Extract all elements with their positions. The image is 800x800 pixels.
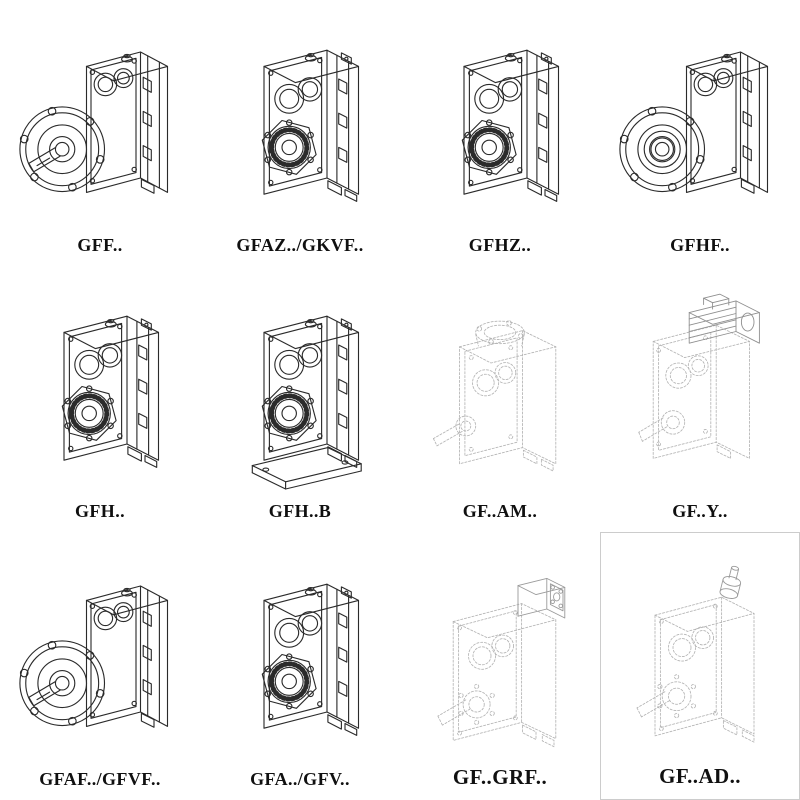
- housing: [263, 583, 360, 736]
- model-label: GFHZ..: [468, 235, 532, 255]
- gearbox-drawing-motor-adapter: [432, 320, 557, 472]
- model-label: GF..AM..: [462, 501, 538, 521]
- catalog-item-gf-am: GF..AM..: [400, 266, 600, 532]
- shaft-bores: [62, 344, 121, 441]
- catalog-item-gfhz: GFHZ..: [400, 0, 600, 266]
- model-label: GF..GRF..: [452, 765, 548, 789]
- model-label: GF..Y..: [672, 501, 728, 521]
- gearbox-drawing-hollow-shaft: [402, 49, 560, 202]
- model-label: GFH..: [75, 501, 125, 521]
- catalog-item-gfh-b: GFH..B: [200, 266, 400, 532]
- model-label: GFAZ../GKVF..: [236, 235, 364, 255]
- shaft-bores: [262, 612, 321, 709]
- catalog-item-gfaf-gfvf: GFAF../GFVF..: [0, 532, 200, 800]
- gearbox-drawing-flange-shaft: [19, 585, 169, 728]
- model-label: GFH..B: [268, 501, 332, 521]
- catalog-item-gf-y: GF..Y..: [600, 266, 800, 532]
- model-label: GFHF..: [670, 235, 730, 255]
- model-label: GFAF../GFVF..: [39, 769, 161, 789]
- catalog-item-gfh: GFH..: [0, 266, 200, 532]
- gearbox-drawing-input-shaft-adapter: [636, 563, 755, 743]
- catalog-item-gf-ad: GF..AD..: [600, 532, 800, 800]
- shaft-bores: [262, 344, 321, 441]
- gearbox-with-adapter-flange: [432, 320, 557, 472]
- model-label: GF..AD..: [659, 764, 741, 788]
- gearbox-drawing-hollow-shaft: [202, 49, 360, 202]
- gearbox-drawing-flange-hollow: [619, 51, 769, 194]
- catalog-item-gfaz-gkvf: GFAZ../GKVF..: [200, 0, 400, 266]
- gearbox-drawing-with-motor: [638, 293, 760, 459]
- input-bores: [693, 68, 734, 97]
- housing: [263, 315, 360, 468]
- model-label: GFF..: [77, 235, 123, 255]
- output-flange: [19, 640, 106, 727]
- housing: [263, 49, 360, 202]
- catalog-item-gfa-gfv: GFA../GFV..: [200, 532, 400, 800]
- housing: [463, 49, 560, 202]
- gearbox-drawing-flange-shaft: [19, 51, 169, 194]
- housing: [63, 315, 160, 468]
- gearbox-drawing-hollow-shaft: [2, 315, 160, 468]
- catalog-item-gf-grf: GF..GRF..: [400, 532, 600, 800]
- model-label: GFA../GFV..: [250, 769, 350, 789]
- output-flange: [19, 106, 106, 193]
- shaft-bores: [262, 78, 321, 175]
- gearbox-with-grf-adapter: [437, 577, 566, 748]
- gearbox-with-input-shaft: [636, 563, 755, 743]
- gearbox-drawing-grf-adapter: [437, 577, 566, 748]
- gearbox-with-motor: [638, 293, 760, 459]
- input-bores: [93, 602, 134, 631]
- output-flange: [619, 106, 706, 193]
- catalog-item-gfhf: GFHF..: [600, 0, 800, 266]
- input-bores: [93, 68, 134, 97]
- catalog-item-gff: GFF..: [0, 0, 200, 266]
- gearbox-drawing-hollow-shaft: [202, 583, 360, 736]
- gearbox-drawing-hollow-shaft-base: [251, 315, 362, 490]
- shaft-bores: [462, 78, 521, 175]
